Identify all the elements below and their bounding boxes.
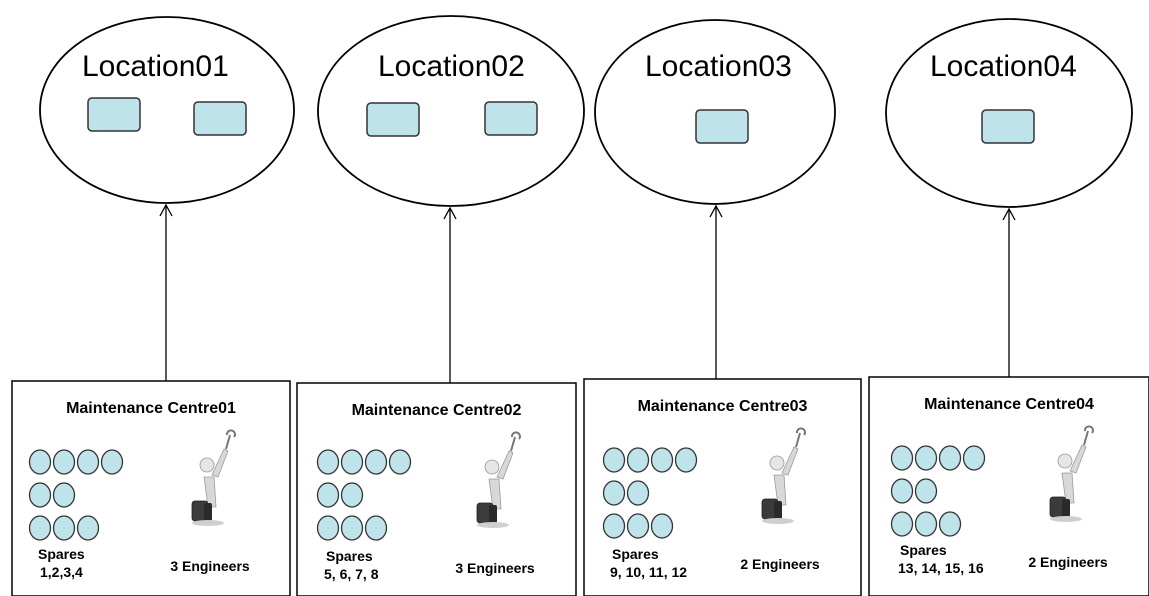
- equipment-unit: [484, 101, 538, 136]
- spares-list: 13, 14, 15, 16: [898, 560, 984, 576]
- spare-part: [626, 447, 650, 473]
- location-title: Location01: [82, 50, 229, 83]
- spare-part: [364, 515, 388, 541]
- location-ellipse: [317, 15, 585, 207]
- spare-part: [52, 482, 76, 508]
- spares-label: Spares: [900, 542, 947, 558]
- spares-label: Spares: [612, 546, 659, 562]
- location-node: Location02: [317, 15, 585, 207]
- spare-part: [626, 513, 650, 539]
- centre-title: Maintenance Centre04: [924, 396, 1094, 413]
- spare-part: [388, 449, 412, 475]
- locations-layer: Location01 Location02 Location03 Location04: [39, 15, 1133, 208]
- location-node: Location04: [885, 18, 1133, 208]
- spare-part: [626, 480, 650, 506]
- engineers-count: 2 Engineers: [1028, 554, 1108, 570]
- spare-part: [28, 482, 52, 508]
- equipment-unit: [981, 109, 1035, 144]
- engineer-with-wrench-icon: [1049, 425, 1094, 522]
- spare-part: [340, 515, 364, 541]
- spare-part: [938, 511, 962, 537]
- engineer-with-wrench-icon: [191, 429, 236, 526]
- spare-part: [602, 447, 626, 473]
- equipment-unit: [695, 109, 749, 144]
- centre-title: Maintenance Centre03: [638, 398, 808, 415]
- spare-part: [340, 482, 364, 508]
- spares-list: 1,2,3,4: [40, 564, 83, 580]
- location-node: Location03: [594, 19, 836, 205]
- engineers-count: 3 Engineers: [455, 560, 535, 576]
- engineer-with-wrench-icon: [476, 431, 521, 528]
- spare-part: [28, 449, 52, 475]
- spare-part: [52, 515, 76, 541]
- spare-part: [602, 513, 626, 539]
- spare-part: [938, 445, 962, 471]
- spare-part: [674, 447, 698, 473]
- location-title: Location04: [930, 50, 1077, 83]
- spare-part: [890, 511, 914, 537]
- centre-title: Maintenance Centre01: [66, 400, 236, 417]
- spare-part: [890, 445, 914, 471]
- spare-part: [962, 445, 986, 471]
- location-title: Location02: [378, 50, 525, 83]
- spare-part: [340, 449, 364, 475]
- arrowhead-icon: [443, 206, 457, 220]
- spares-label: Spares: [326, 548, 373, 564]
- spare-part: [914, 511, 938, 537]
- equipment-unit: [366, 102, 420, 137]
- spares-label: Spares: [38, 546, 85, 562]
- spare-part: [100, 449, 124, 475]
- spare-part: [28, 515, 52, 541]
- location-ellipse: [39, 16, 295, 204]
- engineers-count: 2 Engineers: [740, 556, 820, 572]
- equipment-unit: [87, 97, 141, 132]
- location-node: Location01: [39, 16, 295, 204]
- spare-part: [316, 515, 340, 541]
- spare-part: [602, 480, 626, 506]
- location-title: Location03: [645, 50, 792, 83]
- spare-part: [364, 449, 388, 475]
- arrowhead-icon: [709, 204, 723, 218]
- spare-part: [650, 447, 674, 473]
- centre-title: Maintenance Centre02: [352, 402, 522, 419]
- spares-list: 5, 6, 7, 8: [324, 566, 379, 582]
- equipment-unit: [193, 101, 247, 136]
- spare-part: [316, 449, 340, 475]
- spares-list: 9, 10, 11, 12: [610, 564, 687, 580]
- spare-part: [914, 445, 938, 471]
- spare-part: [76, 449, 100, 475]
- arrowhead-icon: [159, 203, 173, 217]
- arrowhead-icon: [1002, 207, 1016, 221]
- spare-part: [890, 478, 914, 504]
- spare-part: [316, 482, 340, 508]
- spare-part: [76, 515, 100, 541]
- engineer-with-wrench-icon: [761, 427, 806, 524]
- spare-part: [650, 513, 674, 539]
- connector-layer: [159, 203, 1016, 383]
- spare-part: [52, 449, 76, 475]
- spare-part: [914, 478, 938, 504]
- engineers-count: 3 Engineers: [170, 558, 250, 574]
